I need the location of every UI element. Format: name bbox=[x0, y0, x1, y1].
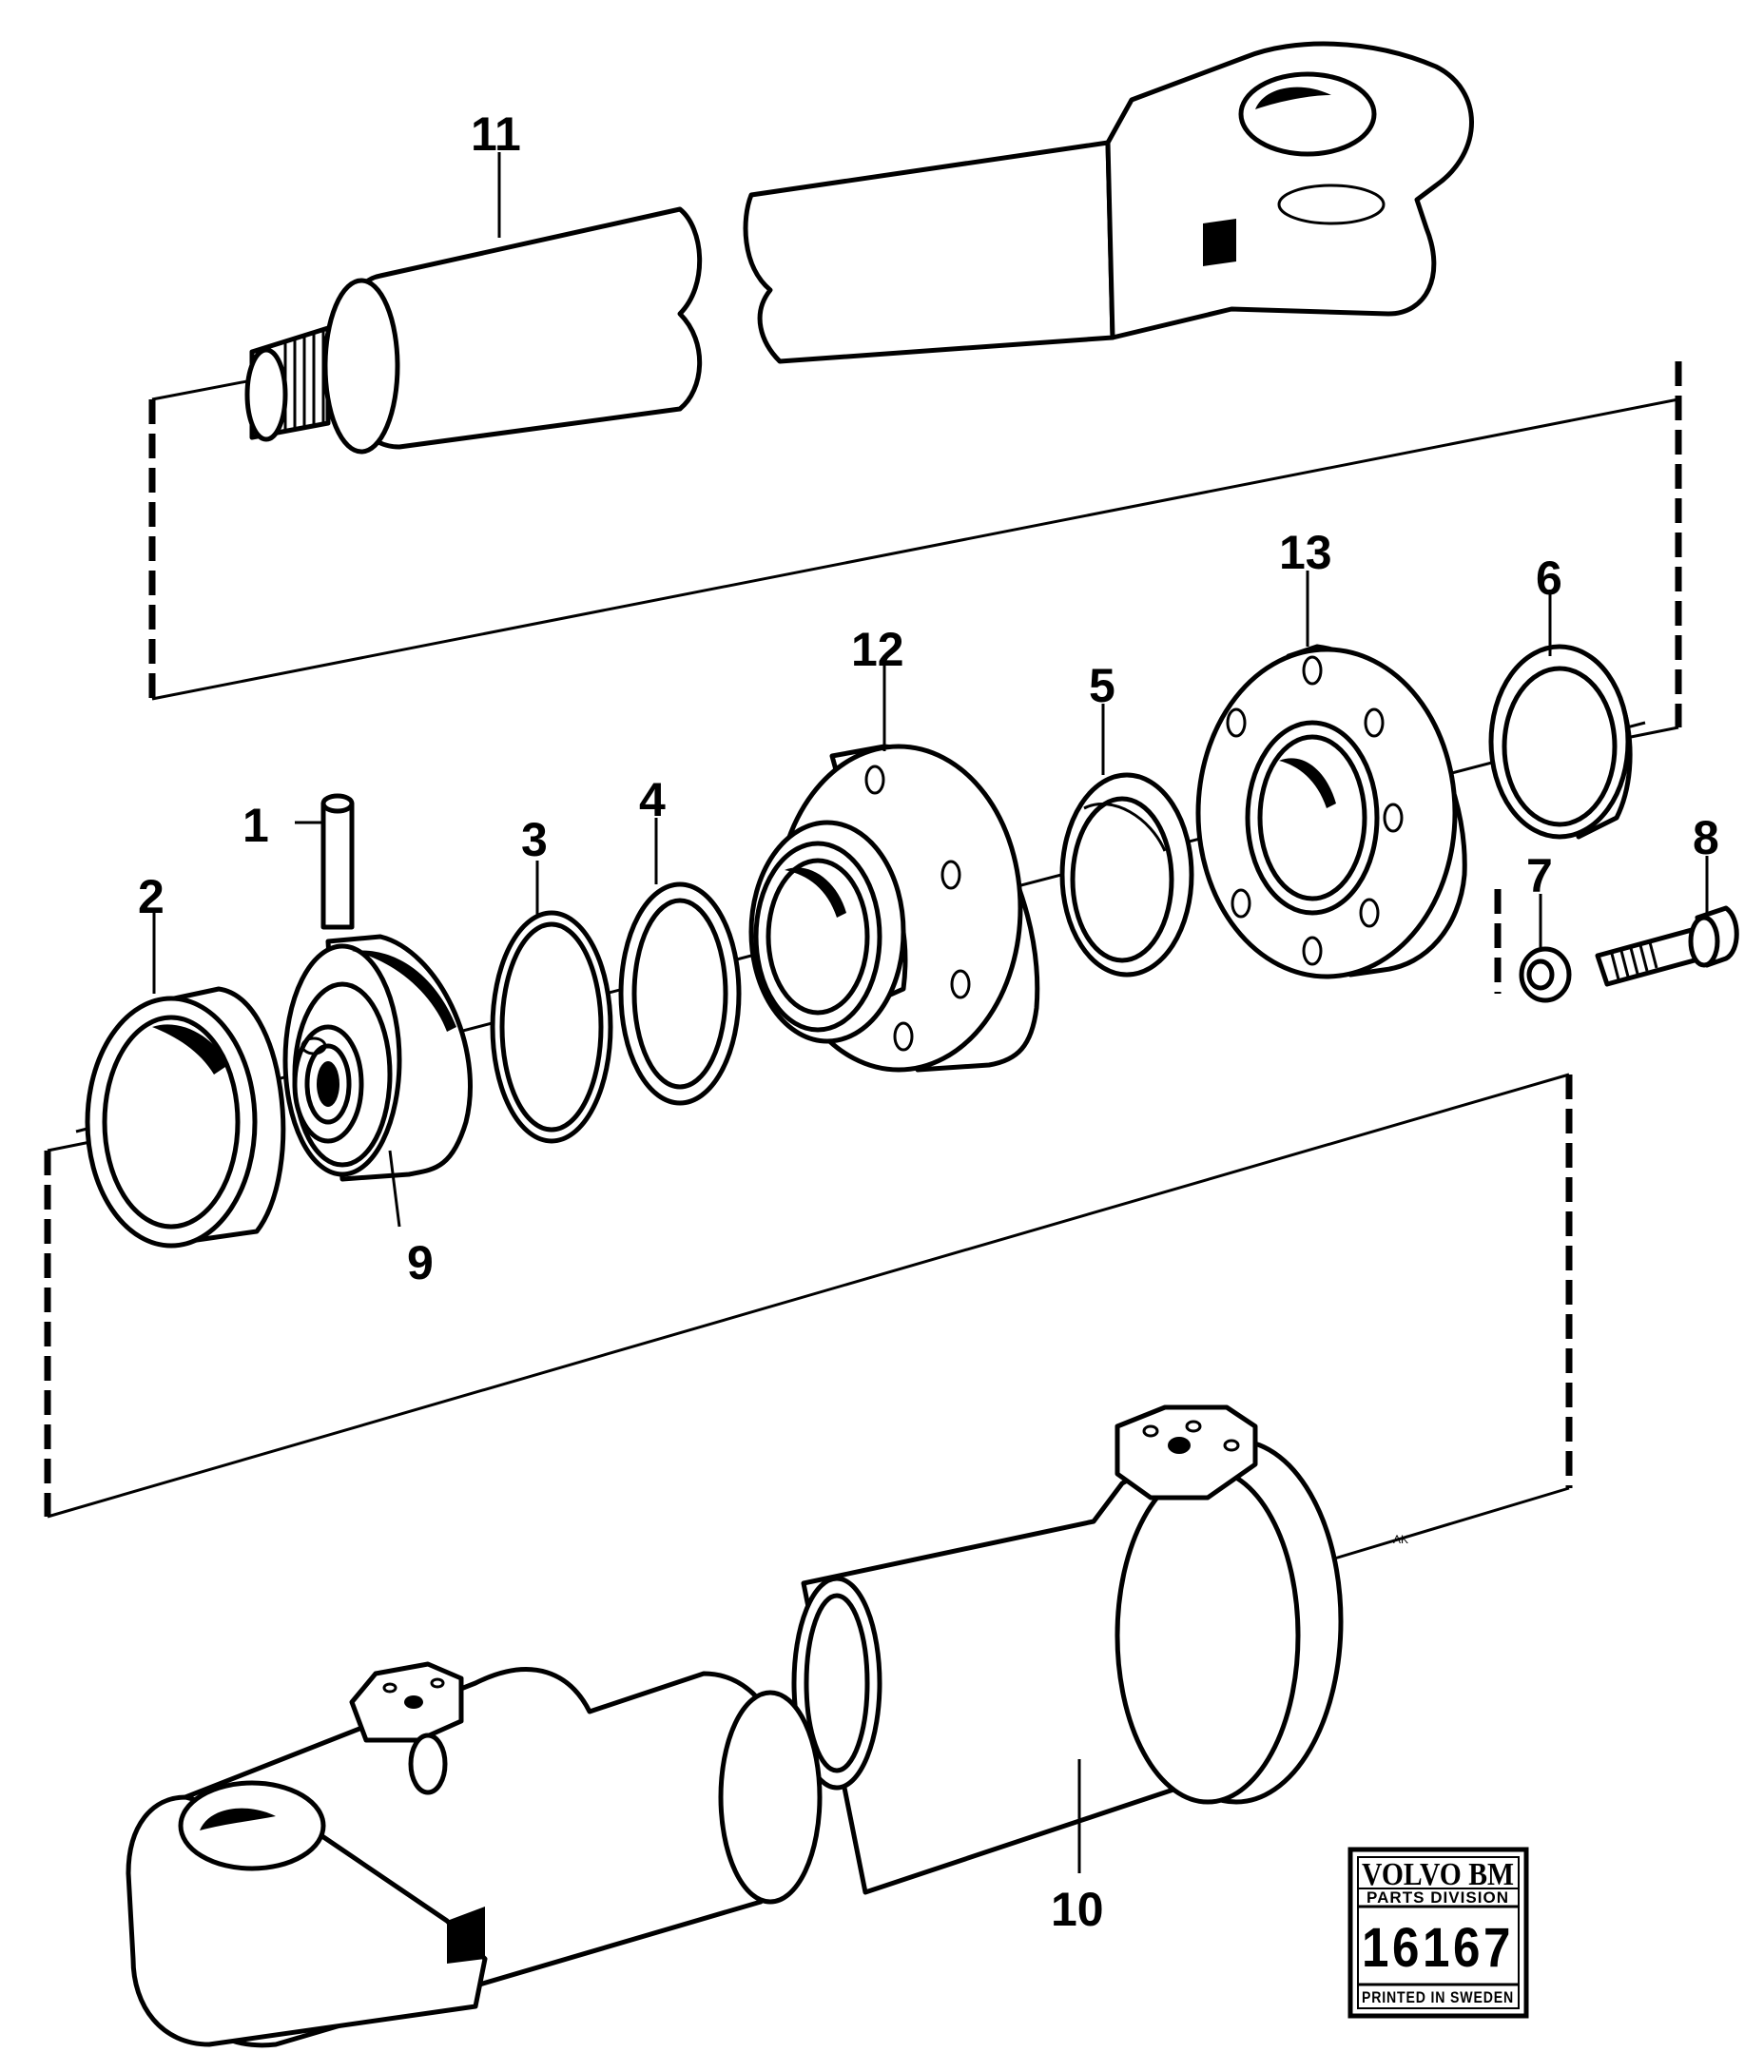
wiper-6 bbox=[1488, 644, 1633, 840]
cylinder-head-12 bbox=[748, 744, 1040, 1073]
callout-12: 12 bbox=[851, 623, 904, 676]
callout-7: 7 bbox=[1526, 849, 1553, 902]
marker-ak: AK bbox=[1393, 1533, 1408, 1546]
callout-8: 8 bbox=[1693, 811, 1719, 864]
parts-stamp: VOLVO BM PARTS DIVISION 16167 PRINTED IN… bbox=[1347, 1847, 1529, 2019]
flange-13-holes bbox=[1226, 655, 1404, 966]
callout-6: 6 bbox=[1536, 552, 1562, 605]
callout-5: 5 bbox=[1089, 659, 1115, 712]
callout-10: 10 bbox=[1051, 1883, 1104, 1936]
callout-13: 13 bbox=[1279, 526, 1332, 579]
callout-1: 1 bbox=[242, 799, 269, 852]
backup-ring-4 bbox=[618, 881, 742, 1106]
flange-13 bbox=[1195, 644, 1467, 979]
cylinder-tube-10 bbox=[126, 1404, 1344, 2048]
callout-11: 11 bbox=[471, 107, 521, 161]
callout-3: 3 bbox=[521, 813, 548, 866]
stamp-division: PARTS DIVISION bbox=[1367, 1888, 1509, 1907]
callout-4: 4 bbox=[639, 773, 666, 826]
pin-1 bbox=[320, 793, 355, 930]
seal-5 bbox=[1059, 772, 1194, 978]
o-ring-3 bbox=[490, 910, 613, 1144]
stamp-number: 16167 bbox=[1362, 1917, 1514, 1979]
callout-2: 2 bbox=[138, 870, 165, 923]
callout-9: 9 bbox=[407, 1236, 434, 1289]
callout-labels: 11 1 2 3 4 12 5 13 6 7 8 9 10 bbox=[138, 107, 1719, 1936]
bolt-8 bbox=[1595, 905, 1739, 987]
stamp-brand: VOLVO BM bbox=[1362, 1857, 1514, 1892]
leader-lines bbox=[152, 152, 1709, 1873]
flange-holes bbox=[864, 765, 971, 1052]
washer-7 bbox=[1519, 946, 1572, 1003]
piston-rod-11 bbox=[244, 41, 1474, 455]
piston-9 bbox=[282, 934, 473, 1182]
ring-2 bbox=[85, 986, 286, 1249]
stamp-printed: PRINTED IN SWEDEN bbox=[1362, 1988, 1514, 2006]
